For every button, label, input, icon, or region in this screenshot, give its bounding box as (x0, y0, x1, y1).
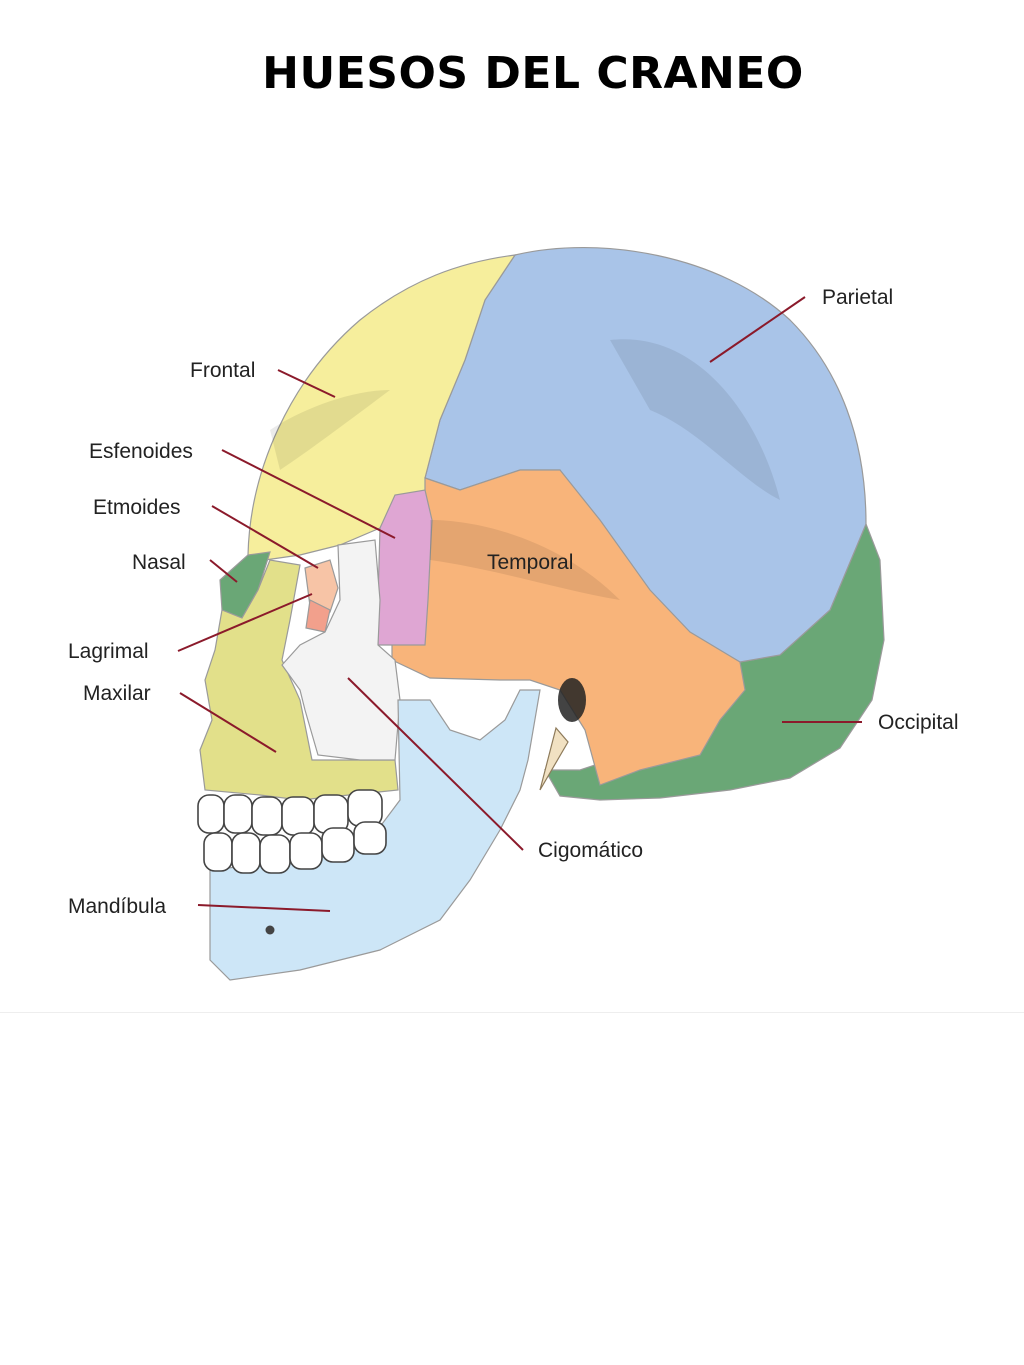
temporal-bone (391, 469, 746, 786)
ear-canal (558, 678, 586, 722)
styloid-process (539, 726, 569, 791)
label-lagrimal: Lagrimal (68, 640, 149, 663)
divider (0, 1012, 1024, 1013)
label-temporal: Temporal (487, 551, 573, 574)
label-maxilar: Maxilar (83, 682, 151, 705)
label-parietal: Parietal (822, 286, 893, 309)
label-etmoides: Etmoides (93, 496, 181, 519)
zygomatic-bone (281, 539, 401, 761)
mental-foramen (265, 925, 275, 935)
label-nasal: Nasal (132, 551, 186, 574)
frontal-bone (247, 254, 517, 561)
label-mandibula: Mandíbula (68, 895, 166, 918)
label-occipital: Occipital (878, 711, 959, 734)
label-esfenoides: Esfenoides (89, 440, 193, 463)
teeth (197, 789, 387, 874)
sphenoid-bone (377, 489, 433, 646)
label-cigomatico: Cigomático (538, 839, 643, 862)
page-title: HUESOS DEL CRANEO (262, 48, 804, 99)
leader-lines (177, 296, 862, 912)
label-frontal: Frontal (190, 359, 255, 382)
ethmoid-bone (304, 559, 339, 613)
